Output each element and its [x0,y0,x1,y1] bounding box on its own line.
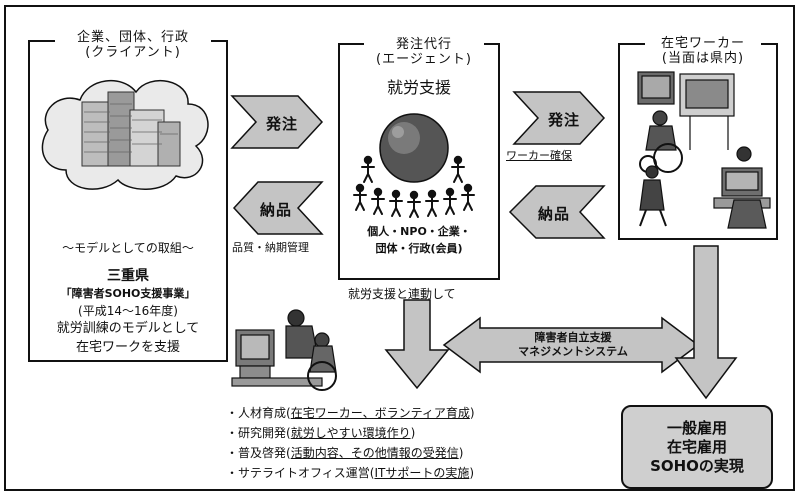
activity-detail: ITサポートの実施 [374,466,470,480]
globe-icon [379,113,449,183]
activity-item: ・サテライトオフィス運営(ITサポートの実施) [226,465,474,481]
activity-item: ・人材育成(在宅ワーカー、ボランティア育成) [226,405,475,421]
goal-line3: SOHOの実現 [650,457,744,475]
order-arrow-left-icon [230,95,324,149]
client-desc-line1: 就労訓練のモデルとして [56,321,200,336]
goal-line2: 在宅雇用 [666,438,727,456]
agent-title-line2: (エージェント) [376,52,472,67]
client-desc-line2: 在宅ワークを支援 [75,340,180,355]
person-at-computer-icon [231,309,337,391]
down-arrow-worker-icon [674,245,738,400]
client-title-line1: 企業、団体、行政 [76,30,189,45]
linked-label: 就労支援と連動して [348,287,456,301]
model-heading: 〜モデルとしての取組〜 [62,241,194,255]
goal-box: 一般雇用 在宅雇用 SOHOの実現 [621,405,773,489]
activity-suffix: ) [469,466,475,480]
order-label-right: 発注 [547,111,580,129]
worker-recruit-label: ワーカー確保 [506,149,572,162]
worker-title-line1: 在宅ワーカー [660,36,745,51]
agent-title-line1: 発注代行 [395,37,452,52]
delivery-label-left: 納品 [259,201,292,219]
activity-prefix: ・人材育成( [226,406,291,420]
agent-heading: 就労支援 [386,78,451,97]
activity-prefix: ・普及啓発( [226,446,291,460]
agent-members-line2: 団体・行政(会員) [375,242,463,255]
agent-title: 発注代行 (エージェント) [364,37,484,67]
order-arrow-right-icon [512,91,606,145]
activity-item: ・普及啓発(活動内容、その他情報の受発信) [226,445,463,461]
prefecture-name: 三重県 [107,268,149,284]
activity-suffix: ) [410,426,416,440]
cloud-buildings-icon [41,79,209,190]
home-workers-icon [637,71,771,229]
management-label: 障害者自立支援 マネジメントシステム [500,331,646,359]
activity-detail: 在宅ワーカー、ボランティア育成 [290,406,470,420]
down-arrow-agent-icon [384,299,450,390]
project-period: (平成14〜16年度) [78,304,178,318]
activity-detail: 就労しやすい環境作り [290,426,411,440]
people-ring-icon [353,155,475,218]
client-title-line2: (クライアント) [85,45,181,60]
worker-title: 在宅ワーカー (当面は県内) [645,36,761,66]
activity-prefix: ・研究開発( [226,426,291,440]
goal-line1: 一般雇用 [666,419,727,437]
activity-suffix: ) [469,406,475,420]
activity-prefix: ・サテライトオフィス運営( [226,466,375,480]
management-line1: 障害者自立支援 [534,331,612,344]
delivery-label-right: 納品 [537,205,570,223]
project-name: 「障害者SOHO支援事業」 [60,287,196,300]
worker-title-line2: (当面は県内) [661,51,745,66]
quality-label: 品質・納期管理 [232,241,309,254]
management-line2: マネジメントシステム [518,345,628,358]
activity-item: ・研究開発(就労しやすい環境作り) [226,425,415,441]
agent-members-line1: 個人・NPO・企業・ [367,225,471,238]
order-label-left: 発注 [265,115,298,133]
delivery-arrow-right-icon [508,185,606,239]
activity-suffix: ) [458,446,464,460]
activity-detail: 活動内容、その他情報の受発信 [290,446,459,460]
delivery-arrow-left-icon [232,181,324,235]
client-title: 企業、団体、行政 (クライアント) [55,30,211,60]
outer-frame [4,5,795,491]
